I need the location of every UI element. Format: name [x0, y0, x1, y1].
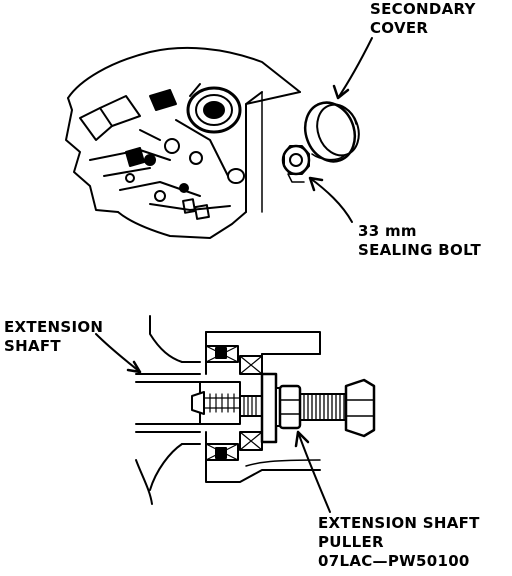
transmission-housing: [65, 46, 301, 239]
leader-secondary-cover: [332, 37, 373, 100]
housing-section: [135, 315, 321, 505]
label-puller-line1: EXTENSION SHAFT: [318, 514, 480, 532]
leader-extension-shaft: [95, 333, 142, 374]
label-extension-shaft-line2: SHAFT: [4, 337, 61, 355]
bearing-upper: [205, 345, 263, 375]
label-extension-shaft-line1: EXTENSION: [4, 318, 104, 336]
leader-puller: [294, 430, 331, 513]
label-sealing-bolt: 33 mm SEALING BOLT: [358, 222, 481, 260]
extension-shaft: [191, 381, 241, 425]
label-sealing-bolt-line1: 33 mm: [358, 222, 417, 240]
secondary-cover: [303, 101, 360, 163]
leader-sealing-bolt: [308, 176, 353, 223]
bearing-lower: [205, 431, 263, 461]
extension-shaft-puller: [239, 372, 376, 444]
label-secondary-cover-line2: COVER: [370, 19, 429, 37]
label-secondary-cover-line1: SECONDARY: [370, 0, 476, 18]
label-puller-line3: 07LAC—PW50100: [318, 552, 470, 570]
label-sealing-bolt-line2: SEALING BOLT: [358, 241, 481, 259]
sealing-bolt: [281, 144, 311, 183]
label-extension-shaft: EXTENSION SHAFT: [4, 318, 103, 356]
label-puller-line2: PULLER: [318, 533, 384, 551]
label-extension-shaft-puller: EXTENSION SHAFT PULLER 07LAC—PW50100: [318, 514, 480, 571]
label-secondary-cover: SECONDARY COVER: [370, 0, 476, 38]
